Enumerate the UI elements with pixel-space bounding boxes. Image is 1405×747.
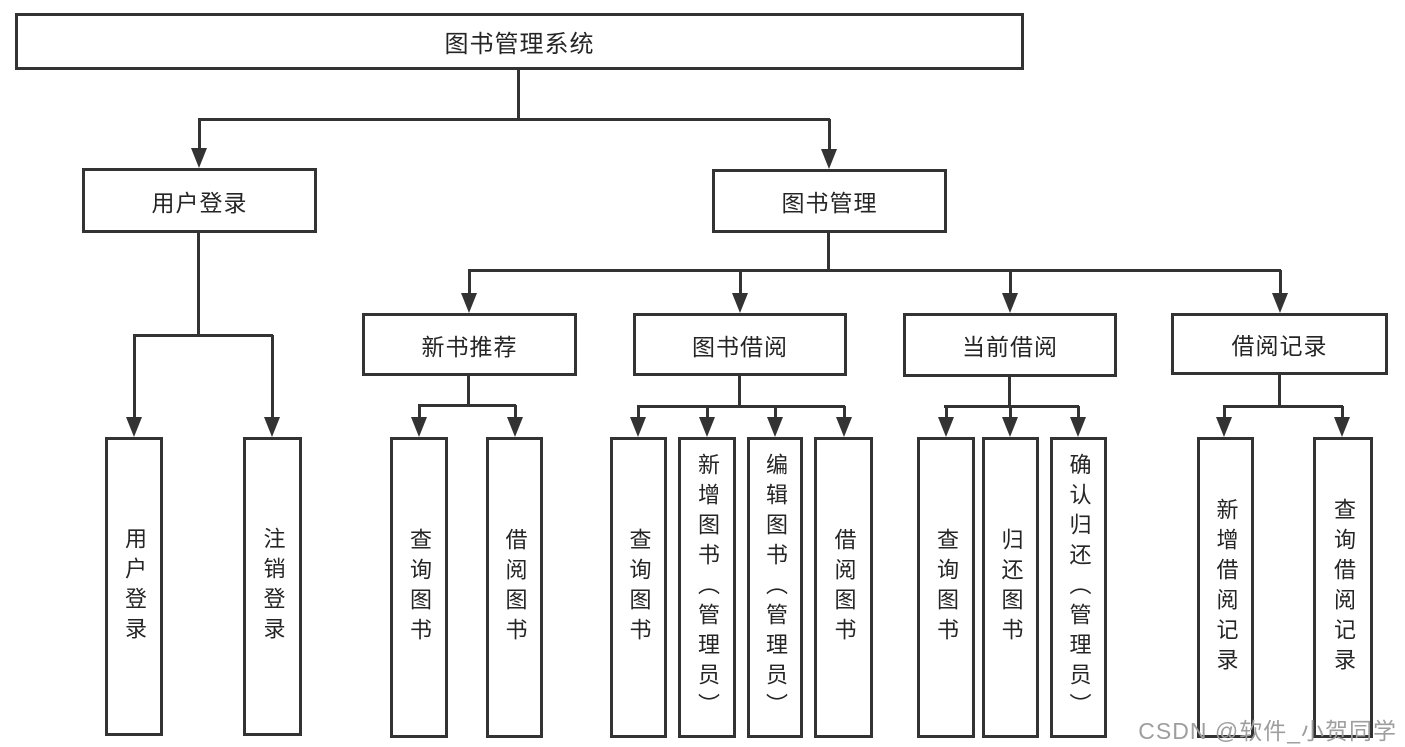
node-current-borrow: 当前借阅 bbox=[903, 313, 1117, 377]
leaf-query-books-1-label: 查询图书 bbox=[407, 527, 432, 648]
leaf-query-books-1: 查询图书 bbox=[390, 437, 448, 738]
arrow-to-leaf-borrow-books-2 bbox=[836, 406, 852, 437]
connector-borrow-records-stem bbox=[1278, 375, 1281, 407]
arrow-to-new-book-rec bbox=[461, 270, 477, 313]
leaf-edit-book-admin-label: 编辑图书（管理员） bbox=[763, 452, 788, 723]
leaf-query-books-2-label: 查询图书 bbox=[626, 527, 652, 648]
connector-current-borrow-split bbox=[944, 405, 1079, 408]
connector-current-borrow-stem bbox=[1008, 377, 1011, 407]
arrow-to-leaf-query-books-2 bbox=[630, 406, 646, 437]
arrow-to-current-borrow bbox=[1002, 270, 1018, 313]
arrow-to-leaf-query-books-3 bbox=[938, 406, 954, 437]
node-borrow-records: 借阅记录 bbox=[1171, 313, 1388, 375]
connector-book-borrow-stem bbox=[738, 376, 741, 407]
leaf-logout: 注销登录 bbox=[243, 437, 302, 736]
node-user-login: 用户登录 bbox=[82, 168, 317, 233]
leaf-query-borrow-record-label: 查询借阅记录 bbox=[1331, 497, 1356, 678]
arrow-to-borrow-records bbox=[1272, 270, 1288, 313]
leaf-query-books-3: 查询图书 bbox=[917, 437, 975, 738]
leaf-user-login: 用户登录 bbox=[105, 437, 163, 736]
connector-book-mgmt-split bbox=[468, 269, 1281, 272]
leaf-borrow-books-1: 借阅图书 bbox=[486, 437, 543, 738]
leaf-add-borrow-record: 新增借阅记录 bbox=[1197, 437, 1254, 738]
leaf-confirm-return-admin: 确认归还（管理员） bbox=[1050, 437, 1107, 738]
connector-user-login-split bbox=[133, 334, 273, 337]
leaf-user-login-label: 用户登录 bbox=[122, 526, 147, 647]
leaf-add-book-admin-label: 新增图书（管理员） bbox=[695, 452, 720, 723]
leaf-borrow-books-1-label: 借阅图书 bbox=[502, 527, 528, 648]
leaf-confirm-return-admin-label: 确认归还（管理员） bbox=[1066, 452, 1092, 723]
leaf-add-book-admin: 新增图书（管理员） bbox=[678, 437, 736, 738]
connector-root-split bbox=[198, 118, 830, 121]
arrow-to-leaf-query-record bbox=[1334, 406, 1350, 437]
leaf-add-borrow-record-label: 新增借阅记录 bbox=[1213, 497, 1239, 678]
arrow-to-leaf-return-book bbox=[1002, 406, 1018, 437]
arrow-to-book-borrow bbox=[732, 270, 748, 313]
connector-book-mgmt-stem bbox=[827, 233, 830, 271]
arrow-to-book-mgmt bbox=[821, 119, 837, 169]
arrow-to-leaf-edit-book bbox=[767, 406, 783, 437]
connector-root-stem bbox=[517, 70, 520, 120]
leaf-borrow-books-2: 借阅图书 bbox=[814, 437, 873, 738]
arrow-to-leaf-user-login bbox=[126, 335, 142, 437]
leaf-query-borrow-record: 查询借阅记录 bbox=[1313, 437, 1373, 738]
leaf-return-book: 归还图书 bbox=[982, 437, 1039, 738]
arrow-to-leaf-logout bbox=[264, 335, 280, 437]
arrow-to-leaf-add-record bbox=[1216, 406, 1232, 437]
arrow-to-leaf-query-books-1 bbox=[411, 405, 427, 437]
leaf-edit-book-admin: 编辑图书（管理员） bbox=[747, 437, 803, 738]
leaf-query-books-3-label: 查询图书 bbox=[934, 527, 959, 648]
arrow-to-leaf-add-book bbox=[699, 406, 715, 437]
arrow-to-leaf-borrow-books-1 bbox=[507, 405, 523, 437]
csdn-watermark: CSDN @软件_小贺同学 bbox=[1138, 718, 1397, 744]
node-book-mgmt: 图书管理 bbox=[712, 169, 947, 233]
arrow-to-user-login bbox=[191, 119, 207, 168]
node-root: 图书管理系统 bbox=[15, 13, 1024, 70]
connector-user-login-stem bbox=[197, 233, 200, 336]
connector-new-book-rec-split bbox=[418, 404, 516, 407]
connector-book-borrow-split bbox=[637, 405, 845, 408]
connector-borrow-records-split bbox=[1223, 405, 1343, 408]
leaf-logout-label: 注销登录 bbox=[260, 526, 286, 647]
leaf-return-book-label: 归还图书 bbox=[998, 527, 1024, 648]
leaf-query-books-2: 查询图书 bbox=[610, 437, 667, 738]
leaf-borrow-books-2-label: 借阅图书 bbox=[831, 527, 857, 648]
node-new-book-rec: 新书推荐 bbox=[362, 313, 577, 376]
connector-new-book-rec-stem bbox=[467, 376, 470, 407]
arrow-to-leaf-confirm-return bbox=[1070, 406, 1086, 437]
node-book-borrow: 图书借阅 bbox=[633, 313, 847, 376]
